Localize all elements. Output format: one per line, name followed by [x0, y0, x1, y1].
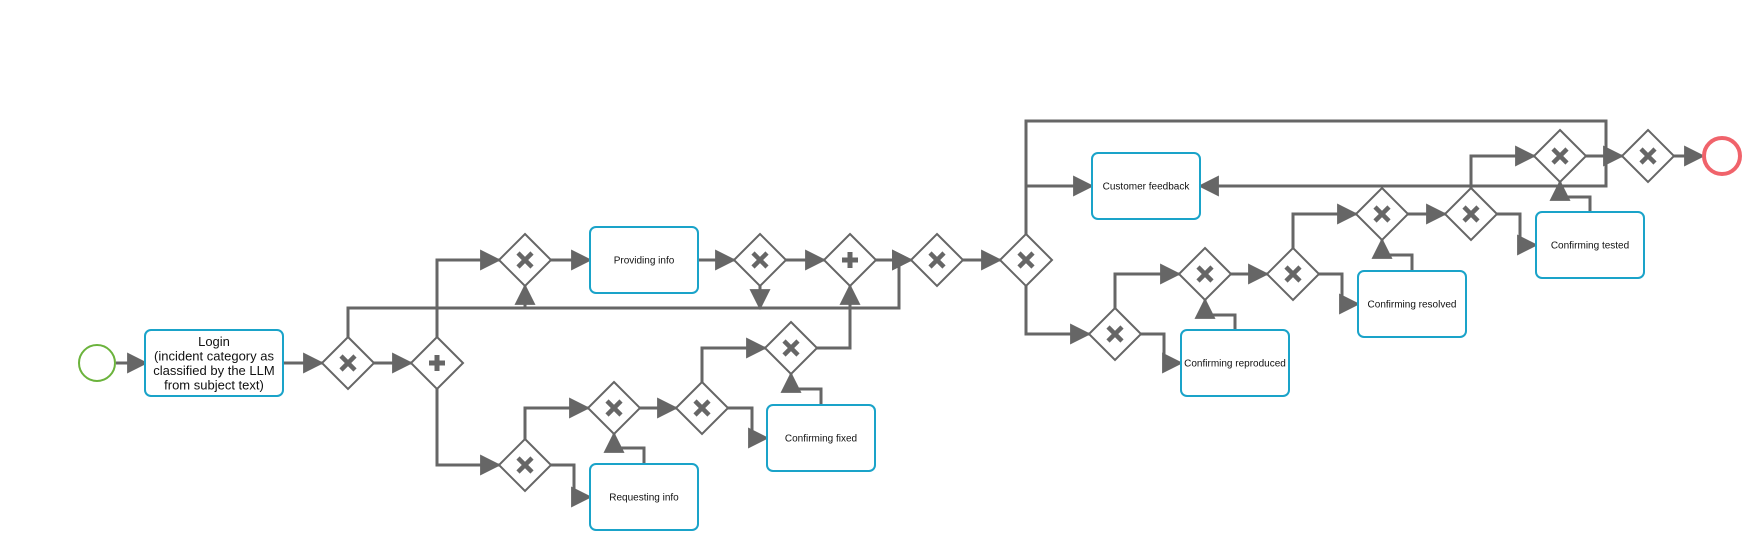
task-confirming-resolved[interactable]: Confirming resolved	[1357, 270, 1467, 338]
exclusive-x-icon	[1373, 205, 1391, 223]
exclusive-gateway[interactable]	[909, 232, 965, 288]
task-providing-info[interactable]: Providing info	[589, 226, 699, 294]
end-event-circle	[1702, 136, 1742, 176]
exclusive-x-icon	[1462, 205, 1480, 223]
exclusive-x-icon	[516, 251, 534, 269]
task-box	[1357, 270, 1467, 338]
sequence-flow	[780, 371, 823, 405]
exclusive-gateway[interactable]	[586, 380, 642, 436]
sequence-flow	[1113, 263, 1182, 308]
exclusive-gateway[interactable]	[497, 437, 553, 493]
task-label: (incident category as	[154, 348, 274, 363]
task-label: Customer feedback	[1103, 182, 1191, 193]
task-label: from subject text)	[164, 377, 264, 392]
task-box	[1091, 152, 1201, 220]
task-label: Confirming reproduced	[1184, 359, 1286, 370]
start-event	[78, 344, 116, 382]
task-label: Providing info	[614, 256, 675, 267]
sequence-flow	[1469, 145, 1537, 188]
exclusive-x-icon	[1106, 325, 1124, 343]
task-confirming-reproduced[interactable]: Confirming reproduced	[1180, 329, 1290, 397]
exclusive-gateway[interactable]	[1443, 186, 1499, 242]
task-confirming-fixed[interactable]: Confirming fixed	[766, 404, 876, 472]
sequence-flow	[523, 397, 591, 439]
task-box	[766, 404, 876, 472]
sequence-flow	[1371, 237, 1414, 271]
task-box	[589, 226, 699, 294]
task-label: Confirming resolved	[1368, 300, 1457, 311]
sequence-flow	[435, 389, 502, 476]
sequence-flow	[1024, 175, 1095, 234]
sequence-flows	[116, 119, 1706, 508]
exclusive-gateway[interactable]	[1087, 306, 1143, 362]
parallel-plus-icon	[842, 252, 858, 268]
task-requesting-info[interactable]: Requesting info	[589, 463, 699, 531]
exclusive-gateway[interactable]	[763, 320, 819, 376]
exclusive-x-icon	[1284, 265, 1302, 283]
exclusive-x-icon	[1639, 147, 1657, 165]
exclusive-x-icon	[1196, 265, 1214, 283]
sequence-flow	[1194, 297, 1237, 330]
exclusive-gateway[interactable]	[1177, 246, 1233, 302]
task-label: Login	[198, 334, 230, 349]
exclusive-gateway[interactable]	[1620, 128, 1676, 184]
sequence-flow	[817, 283, 861, 350]
exclusive-x-icon	[751, 251, 769, 269]
parallel-gateway[interactable]	[409, 335, 465, 391]
exclusive-gateway[interactable]	[998, 232, 1054, 288]
sequence-flow	[435, 249, 502, 337]
task-box	[1180, 329, 1290, 397]
sequence-flow	[1497, 212, 1539, 256]
task-customer-feedback[interactable]: Customer feedback	[1091, 152, 1201, 220]
sequence-flow	[1549, 179, 1592, 212]
exclusive-x-icon	[605, 399, 623, 417]
task-box	[1535, 211, 1645, 279]
sequence-flow	[551, 463, 593, 508]
exclusive-x-icon	[782, 339, 800, 357]
exclusive-x-icon	[1551, 147, 1569, 165]
exclusive-gateway[interactable]	[1354, 186, 1410, 242]
sequence-flow	[728, 406, 770, 449]
exclusive-x-icon	[339, 354, 357, 372]
sequence-flow	[1319, 272, 1361, 315]
exclusive-x-icon	[928, 251, 946, 269]
task-box	[589, 463, 699, 531]
task-label: Requesting info	[609, 493, 679, 504]
exclusive-gateway[interactable]	[674, 380, 730, 436]
sequence-flow	[1024, 286, 1092, 345]
task-label: Confirming fixed	[785, 434, 857, 445]
sequence-flow	[700, 337, 768, 382]
sequence-flow	[1141, 332, 1184, 374]
end-event	[1702, 136, 1742, 176]
task-confirming-tested[interactable]: Confirming tested	[1535, 211, 1645, 279]
parallel-plus-icon	[429, 355, 445, 371]
task-box	[144, 329, 284, 397]
exclusive-x-icon	[1017, 251, 1035, 269]
sequence-flow	[1291, 203, 1359, 248]
start-event-circle	[78, 344, 116, 382]
sequence-flow	[603, 431, 646, 464]
exclusive-x-icon	[516, 456, 534, 474]
exclusive-gateway[interactable]	[497, 232, 553, 288]
task-label: Confirming tested	[1551, 241, 1629, 252]
exclusive-gateway[interactable]	[1265, 246, 1321, 302]
exclusive-gateway[interactable]	[732, 232, 788, 288]
parallel-gateway[interactable]	[822, 232, 878, 288]
task-label: classified by the LLM	[153, 363, 274, 378]
exclusive-gateway[interactable]	[1532, 128, 1588, 184]
exclusive-x-icon	[693, 399, 711, 417]
exclusive-gateway[interactable]	[320, 335, 376, 391]
